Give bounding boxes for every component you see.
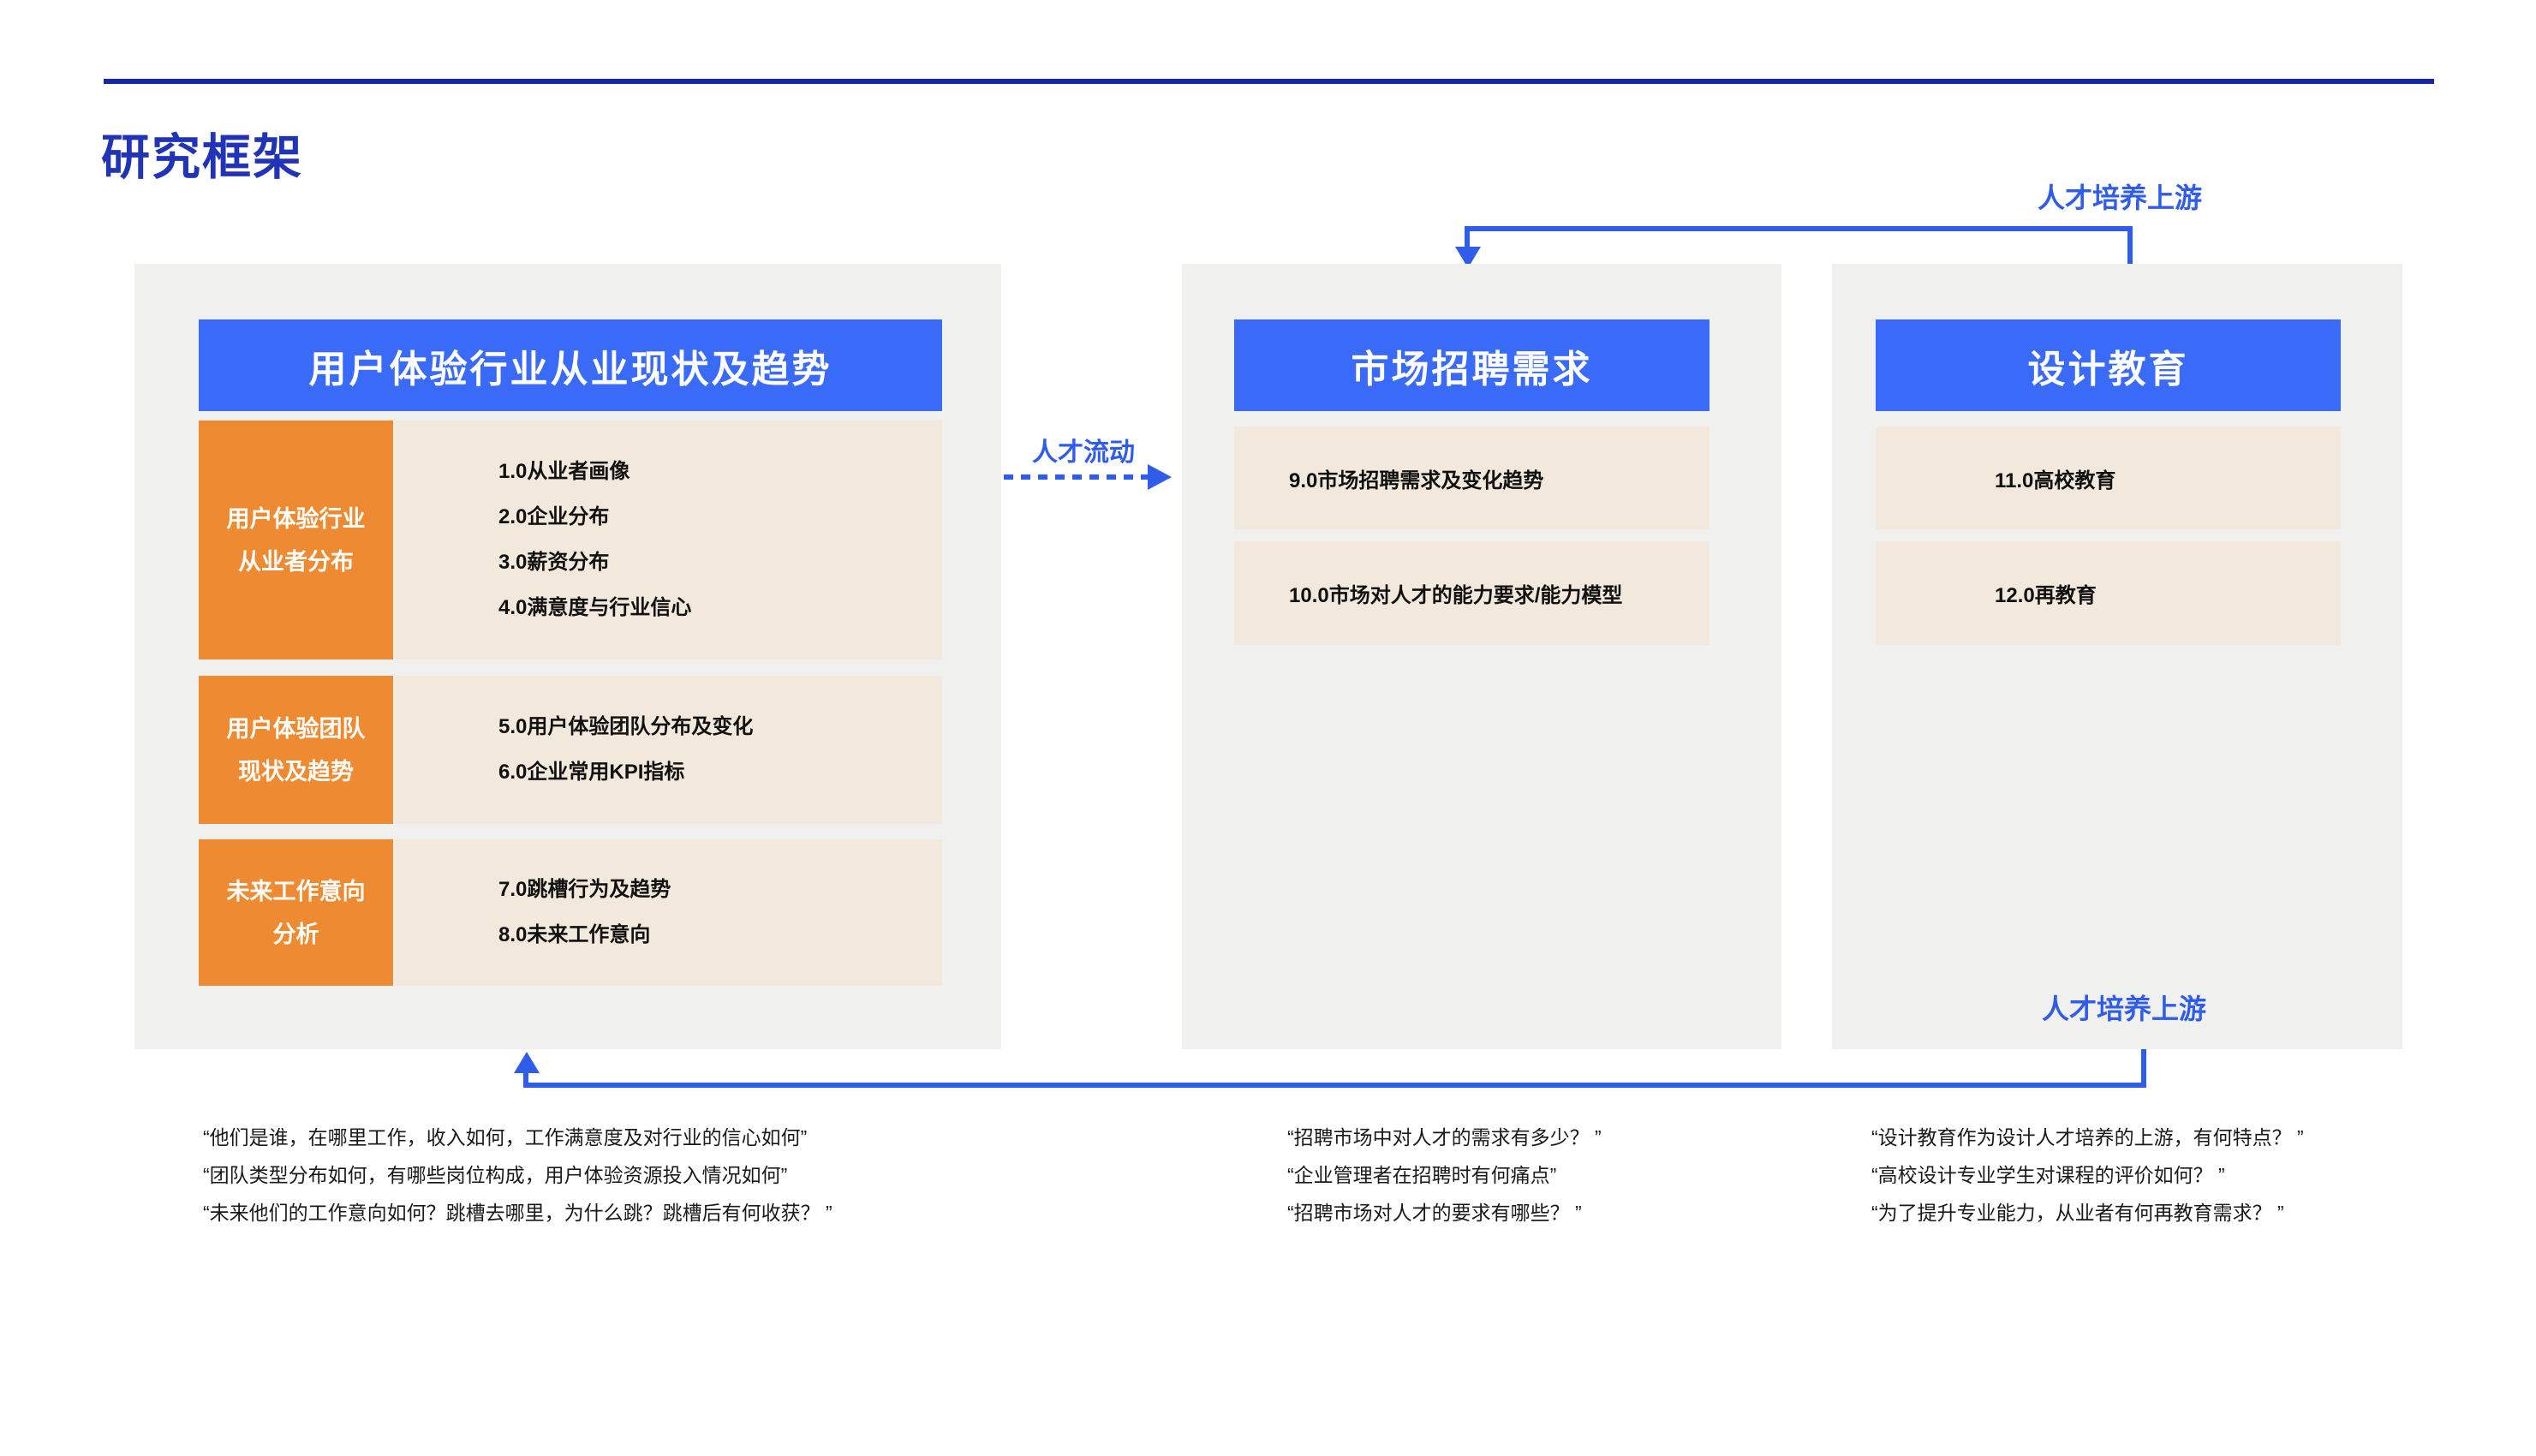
group-label-line: 分析 (272, 921, 319, 947)
list-item: 6.0企业常用KPI指标 (498, 761, 685, 784)
list-item: 12.0再教育 (1876, 541, 2341, 645)
group-label-line: 用户体验团队 (226, 715, 366, 742)
quote-line: “企业管理者在招聘时有何痛点” (1287, 1164, 1557, 1186)
group-label-line: 用户体验行业 (226, 505, 366, 532)
quotes-education: “设计教育作为设计人才培养的上游，有何特点？ ” “高校设计专业学生对课程的评价… (1871, 1119, 2304, 1232)
panel-market: 市场招聘需求 9.0市场招聘需求及变化趋势 10.0市场对人才的能力要求/能力模… (1182, 264, 1781, 1049)
panel-education-header: 设计教育 (1876, 319, 2341, 411)
quotes-industry: “他们是谁，在哪里工作，收入如何，工作满意度及对行业的信心如何” “团队类型分布… (203, 1119, 832, 1232)
group-label-line: 未来工作意向 (226, 878, 366, 904)
group-label-team-status: 用户体验团队 现状及趋势 (199, 676, 393, 824)
quote-line: “他们是谁，在哪里工作，收入如何，工作满意度及对行业的信心如何” (203, 1126, 808, 1149)
group-row-future-intention: 未来工作意向 分析 7.0跳槽行为及趋势 8.0未来工作意向 (134, 839, 1001, 986)
connector-top-left-stub (1465, 226, 1470, 250)
list-item: 4.0满意度与行业信心 (498, 596, 692, 619)
quote-line: “未来他们的工作意向如何？跳槽去哪里，为什么跳？跳槽后有何收获？ ” (203, 1202, 832, 1224)
panel-market-header: 市场招聘需求 (1234, 319, 1710, 411)
group-label-line: 现状及趋势 (238, 758, 354, 785)
connector-top-right-stub (2127, 226, 2133, 266)
group-items: 1.0从业者画像 2.0企业分布 3.0薪资分布 4.0满意度与行业信心 (395, 421, 942, 659)
group-items: 5.0用户体验团队分布及变化 6.0企业常用KPI指标 (395, 676, 942, 824)
panel-industry: 用户体验行业从业现状及趋势 用户体验行业 从业者分布 1.0从业者画像 2.0企… (134, 264, 1001, 1049)
label-talent-flow: 人才流动 (1032, 439, 1135, 467)
connector-top-horizontal-line (1465, 226, 2133, 231)
panel-education: 设计教育 11.0高校教育 12.0再教育 (1832, 264, 2402, 1049)
arrow-up-icon (514, 1052, 540, 1073)
list-item: 7.0跳槽行为及趋势 (498, 878, 671, 901)
page-title: 研究框架 (101, 130, 303, 185)
group-row-practitioner-distribution: 用户体验行业 从业者分布 1.0从业者画像 2.0企业分布 3.0薪资分布 4.… (134, 421, 1001, 659)
arrow-right-icon (1148, 464, 1172, 490)
group-label-future-intention: 未来工作意向 分析 (199, 839, 393, 986)
quote-line: “招聘市场中对人才的需求有多少？ ” (1287, 1126, 1602, 1149)
quote-line: “为了提升专业能力，从业者有何再教育需求？ ” (1871, 1202, 2284, 1224)
top-rule-divider (104, 79, 2434, 84)
connector-bottom-horizontal-line (523, 1083, 2146, 1088)
list-item: 11.0高校教育 (1876, 427, 2341, 529)
label-talent-upstream-bottom: 人才培养上游 (2041, 994, 2206, 1024)
list-item: 2.0企业分布 (498, 505, 610, 528)
group-items: 7.0跳槽行为及趋势 8.0未来工作意向 (395, 839, 942, 986)
connector-bottom-right-stub (2141, 1049, 2146, 1088)
quote-line: “高校设计专业学生对课程的评价如何？ ” (1871, 1164, 2225, 1186)
quote-line: “设计教育作为设计人才培养的上游，有何特点？ ” (1871, 1126, 2304, 1149)
panel-industry-header: 用户体验行业从业现状及趋势 (199, 319, 942, 411)
dashed-arrow-line (1004, 474, 1148, 480)
quotes-market: “招聘市场中对人才的需求有多少？ ” “企业管理者在招聘时有何痛点” “招聘市场… (1287, 1119, 1602, 1232)
label-talent-upstream-top: 人才培养上游 (2037, 182, 2202, 213)
list-item: 10.0市场对人才的能力要求/能力模型 (1234, 541, 1710, 645)
list-item: 8.0未来工作意向 (498, 923, 651, 946)
list-item: 5.0用户体验团队分布及变化 (498, 715, 754, 738)
list-item: 3.0薪资分布 (498, 551, 610, 574)
list-item: 9.0市场招聘需求及变化趋势 (1234, 427, 1710, 529)
connector-bottom-left-stub (523, 1071, 528, 1088)
list-item: 1.0从业者画像 (498, 460, 630, 483)
group-label-practitioner-distribution: 用户体验行业 从业者分布 (199, 421, 393, 659)
group-label-line: 从业者分布 (238, 548, 354, 575)
group-row-team-status: 用户体验团队 现状及趋势 5.0用户体验团队分布及变化 6.0企业常用KPI指标 (134, 676, 1001, 824)
quote-line: “团队类型分布如何，有哪些岗位构成，用户体验资源投入情况如何” (203, 1164, 788, 1186)
quote-line: “招聘市场对人才的要求有哪些？ ” (1287, 1202, 1582, 1224)
